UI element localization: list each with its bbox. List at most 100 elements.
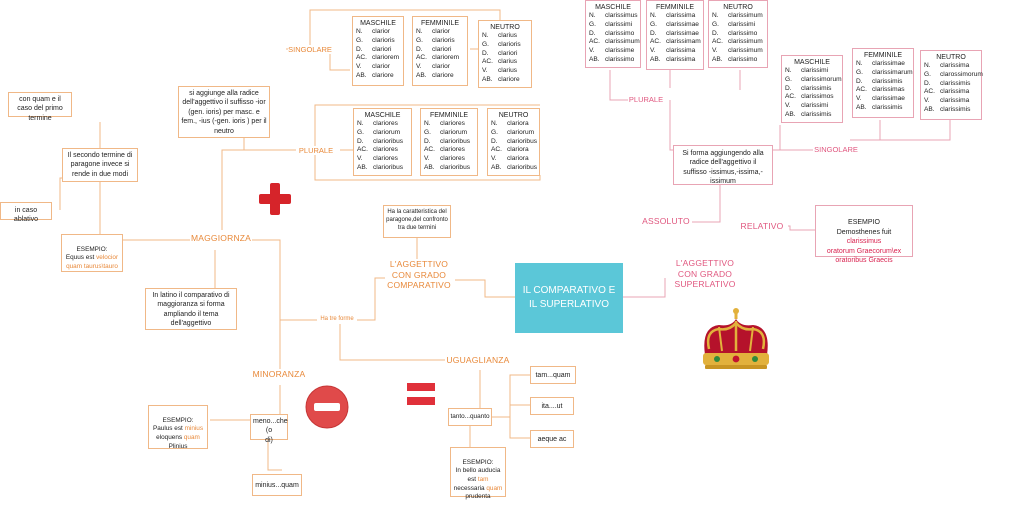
decl-case: G.	[589, 20, 596, 28]
second-term-note[interactable]: Il secondo termine di paragone invece si…	[62, 148, 138, 182]
maggioranza-suffix-note[interactable]: si aggiunge alla radice dell'aggettivo i…	[178, 86, 270, 138]
decl-row: AC.clariores	[357, 146, 408, 155]
decl-case: D.	[482, 49, 489, 57]
decl-row: G.clarioris	[416, 37, 464, 46]
decl-title: MASCHILE	[794, 59, 830, 66]
decl-row: G.clariorum	[491, 129, 536, 138]
decl-form: clarissimi	[605, 20, 633, 28]
decl-case: N.	[416, 28, 423, 36]
uguaglianza-ita-ut[interactable]: ita....ut	[530, 397, 574, 415]
decl-form: clarissimi	[728, 20, 756, 28]
comparativo-label[interactable]: L'AGGETTIVO CON GRADO COMPARATIVO	[385, 259, 453, 291]
decl-case: G.	[650, 20, 657, 28]
decl-case: D.	[785, 84, 792, 92]
decl-row: V.clarissimum	[712, 47, 764, 56]
decl-row: AB.clarissimis	[785, 111, 839, 120]
decl-case: D.	[650, 29, 657, 37]
decl-form: clarissimae	[666, 29, 699, 37]
decl-case: AC.	[785, 93, 796, 101]
decl-form: clarius	[498, 32, 518, 40]
uguaglianza-example[interactable]: ESEMPIO: In bello auducia est tam necess…	[450, 447, 506, 501]
decl-form: clarissima	[666, 12, 696, 20]
minoranza-form[interactable]: meno...che (o di)	[250, 414, 288, 444]
mode-ablative[interactable]: in caso ablativo	[0, 202, 52, 223]
decl-form: clariores	[373, 120, 398, 128]
uguaglianza-aeque-ac[interactable]: aeque ac	[530, 430, 574, 448]
example-text: prudenta	[465, 493, 491, 501]
decl-row: AB.clarioribus	[424, 164, 474, 173]
plurale-label[interactable]: PLURALE	[296, 146, 336, 156]
decl-case: N.	[491, 120, 498, 128]
decl-case: AB.	[856, 103, 867, 111]
decl-case: V.	[416, 63, 422, 71]
decl-case: V.	[491, 155, 497, 163]
decl-row: V.clarissima	[650, 47, 700, 56]
example-highlight: minius	[184, 425, 204, 433]
decl-form: clarioribus	[440, 137, 471, 145]
central-topic[interactable]: IL COMPARATIVO E IL SUPERLATIVO	[515, 263, 623, 333]
decl-form: clariora	[507, 120, 529, 128]
decl-form: clarissimorum	[801, 75, 842, 83]
decl-row: G.clarissimarum	[856, 68, 913, 78]
decl-case: D.	[856, 77, 863, 85]
decl-form: clarissimum	[728, 47, 763, 55]
sup-singolare-label[interactable]: SINGOLARE	[813, 145, 859, 155]
mode-quam[interactable]: con quam e il caso del primo termine	[8, 92, 72, 122]
assoluto-label[interactable]: ASSOLUTO	[640, 216, 692, 227]
decl-row: AC.clariores	[424, 146, 474, 155]
decl-row: N.clarissimi	[785, 67, 839, 76]
uguaglianza-form[interactable]: tanto...quanto	[448, 408, 492, 426]
uguaglianza-label[interactable]: UGUAGLIANZA	[445, 355, 511, 366]
decl-case: AC.	[357, 146, 368, 154]
maggioranza-formation[interactable]: In latino il comparativo di maggioranza …	[145, 288, 237, 330]
decl-row: N.clariores	[424, 120, 474, 129]
decl-row: V.clariores	[424, 155, 474, 164]
decl-title: FEMMINILE	[863, 52, 903, 59]
decl-form: clariorem	[372, 54, 400, 62]
decl-row: AB.clariore	[356, 72, 400, 81]
relativo-label[interactable]: RELATIVO	[736, 221, 788, 232]
decl-title: NEUTRO	[498, 112, 529, 119]
decl-form: clarius	[498, 67, 518, 75]
decl-form: clarissimos	[801, 93, 834, 101]
decl-row: D.clariori	[416, 46, 464, 55]
decl-form: clariores	[440, 120, 465, 128]
decl-form: clarissima	[940, 97, 970, 105]
comparativo-note[interactable]: Ha la caratteristica del paragone,del co…	[383, 205, 451, 238]
decl-form: clarissimum	[728, 38, 763, 46]
decl-form: clariora	[507, 155, 529, 163]
decl-form: clarioribus	[373, 163, 404, 171]
decl-title: MASCHILE	[360, 20, 396, 27]
decl-row: AB.clarissima	[650, 56, 700, 65]
singolare-label[interactable]: SINGOLARE	[288, 45, 332, 55]
minoranza-form-2[interactable]: minius...quam	[252, 474, 302, 496]
decl-title: NEUTRO	[936, 54, 966, 61]
minoranza-example[interactable]: ESEMPIO: Paulus est minius eloquens quam…	[148, 405, 208, 450]
decl-row: G. clarissimi	[589, 21, 637, 30]
maggioranza-label[interactable]: MAGGIORNZA	[190, 233, 252, 244]
forms-label[interactable]: Ha tre forme	[317, 316, 357, 324]
example-text: Paulus est	[152, 425, 185, 433]
decl-form: clariores	[440, 155, 465, 163]
uguaglianza-tam-quam[interactable]: tam...quam	[530, 366, 576, 384]
decl-case: G.	[416, 36, 423, 44]
decl-row: G.clarissimorum	[785, 75, 842, 85]
decl-form: clarioribus	[440, 163, 471, 171]
decl-case: AB.	[785, 110, 796, 118]
minoranza-label[interactable]: MINORANZA	[251, 369, 307, 380]
decl-case: D.	[356, 45, 363, 53]
decl-title: MASCHILE	[364, 112, 401, 119]
sup-plurale-label[interactable]: PLURALE	[628, 95, 664, 105]
superlativo-example[interactable]: ESEMPIO Demosthenes fuit clarissimus ora…	[815, 205, 913, 264]
superlativo-label[interactable]: L'AGGETTIVO CON GRADO SUPERLATIVO	[670, 258, 740, 290]
decl-case: D.	[357, 137, 364, 145]
decl-case: G.	[856, 68, 863, 76]
decl-row: AC.clariorem	[416, 54, 464, 63]
decl-form: clariores	[373, 155, 398, 163]
decl-row: AC.clarius	[482, 58, 528, 67]
decl-form: clariore	[432, 71, 454, 79]
maggioranza-example[interactable]: ESEMPIO: Equus est velocior quam taurus\…	[61, 234, 123, 272]
superlativo-suffix-note[interactable]: Si forma aggiungendo alla radice dell'ag…	[673, 145, 773, 185]
